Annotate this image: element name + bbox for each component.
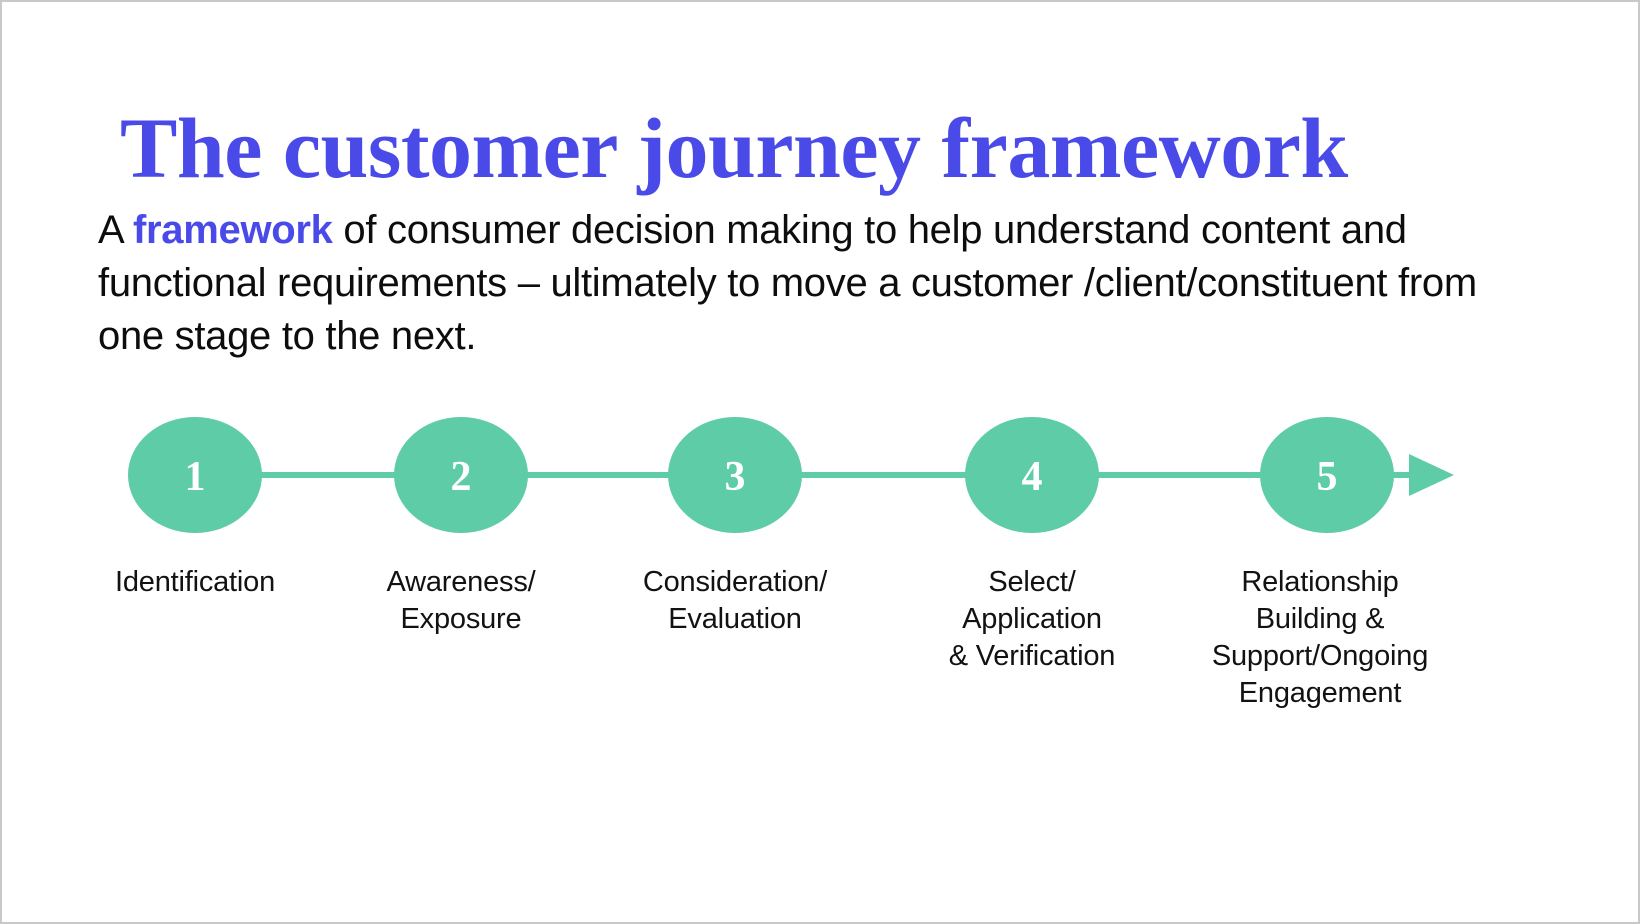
flow-node-5[interactable]: 5: [1260, 417, 1394, 533]
flow-diagram-svg: 1 2 3 4 5: [128, 417, 1454, 533]
stage-label-1: Identification: [114, 566, 276, 598]
flow-node-2[interactable]: 2: [394, 417, 528, 533]
flow-node-number: 1: [185, 454, 206, 500]
flow-node-number: 4: [1022, 454, 1043, 500]
stage-label-5: Relationship Building & Support/Ongoing …: [1211, 566, 1429, 709]
stage-label-4: Select/ Application & Verification: [948, 566, 1116, 672]
intro-text-after: of consumer decision making to help unde…: [98, 208, 1477, 358]
flow-node-circle: [394, 417, 528, 533]
flow-node-number: 5: [1317, 454, 1338, 500]
customer-journey-flow: 1 2 3 4 5 Identification Aw: [2, 354, 1638, 774]
intro-highlight-framework: framework: [133, 208, 333, 252]
flow-node-circle: [128, 417, 262, 533]
arrow-right-icon: [1409, 454, 1454, 496]
page-title: The customer journey framework: [120, 99, 1348, 196]
flow-node-circle: [1260, 417, 1394, 533]
flow-node-number: 2: [451, 454, 472, 500]
stage-label-3: Consideration/ Evaluation: [642, 566, 828, 635]
intro-paragraph: A framework of consumer decision making …: [98, 204, 1498, 363]
flow-node-3[interactable]: 3: [668, 417, 802, 533]
flow-node-circle: [965, 417, 1099, 533]
stage-label-2: Awareness/ Exposure: [386, 566, 536, 635]
flow-node-4[interactable]: 4: [965, 417, 1099, 533]
flow-node-circle: [668, 417, 802, 533]
flow-node-number: 3: [725, 454, 746, 500]
intro-text-before: A: [98, 208, 133, 252]
flow-node-1[interactable]: 1: [128, 417, 262, 533]
